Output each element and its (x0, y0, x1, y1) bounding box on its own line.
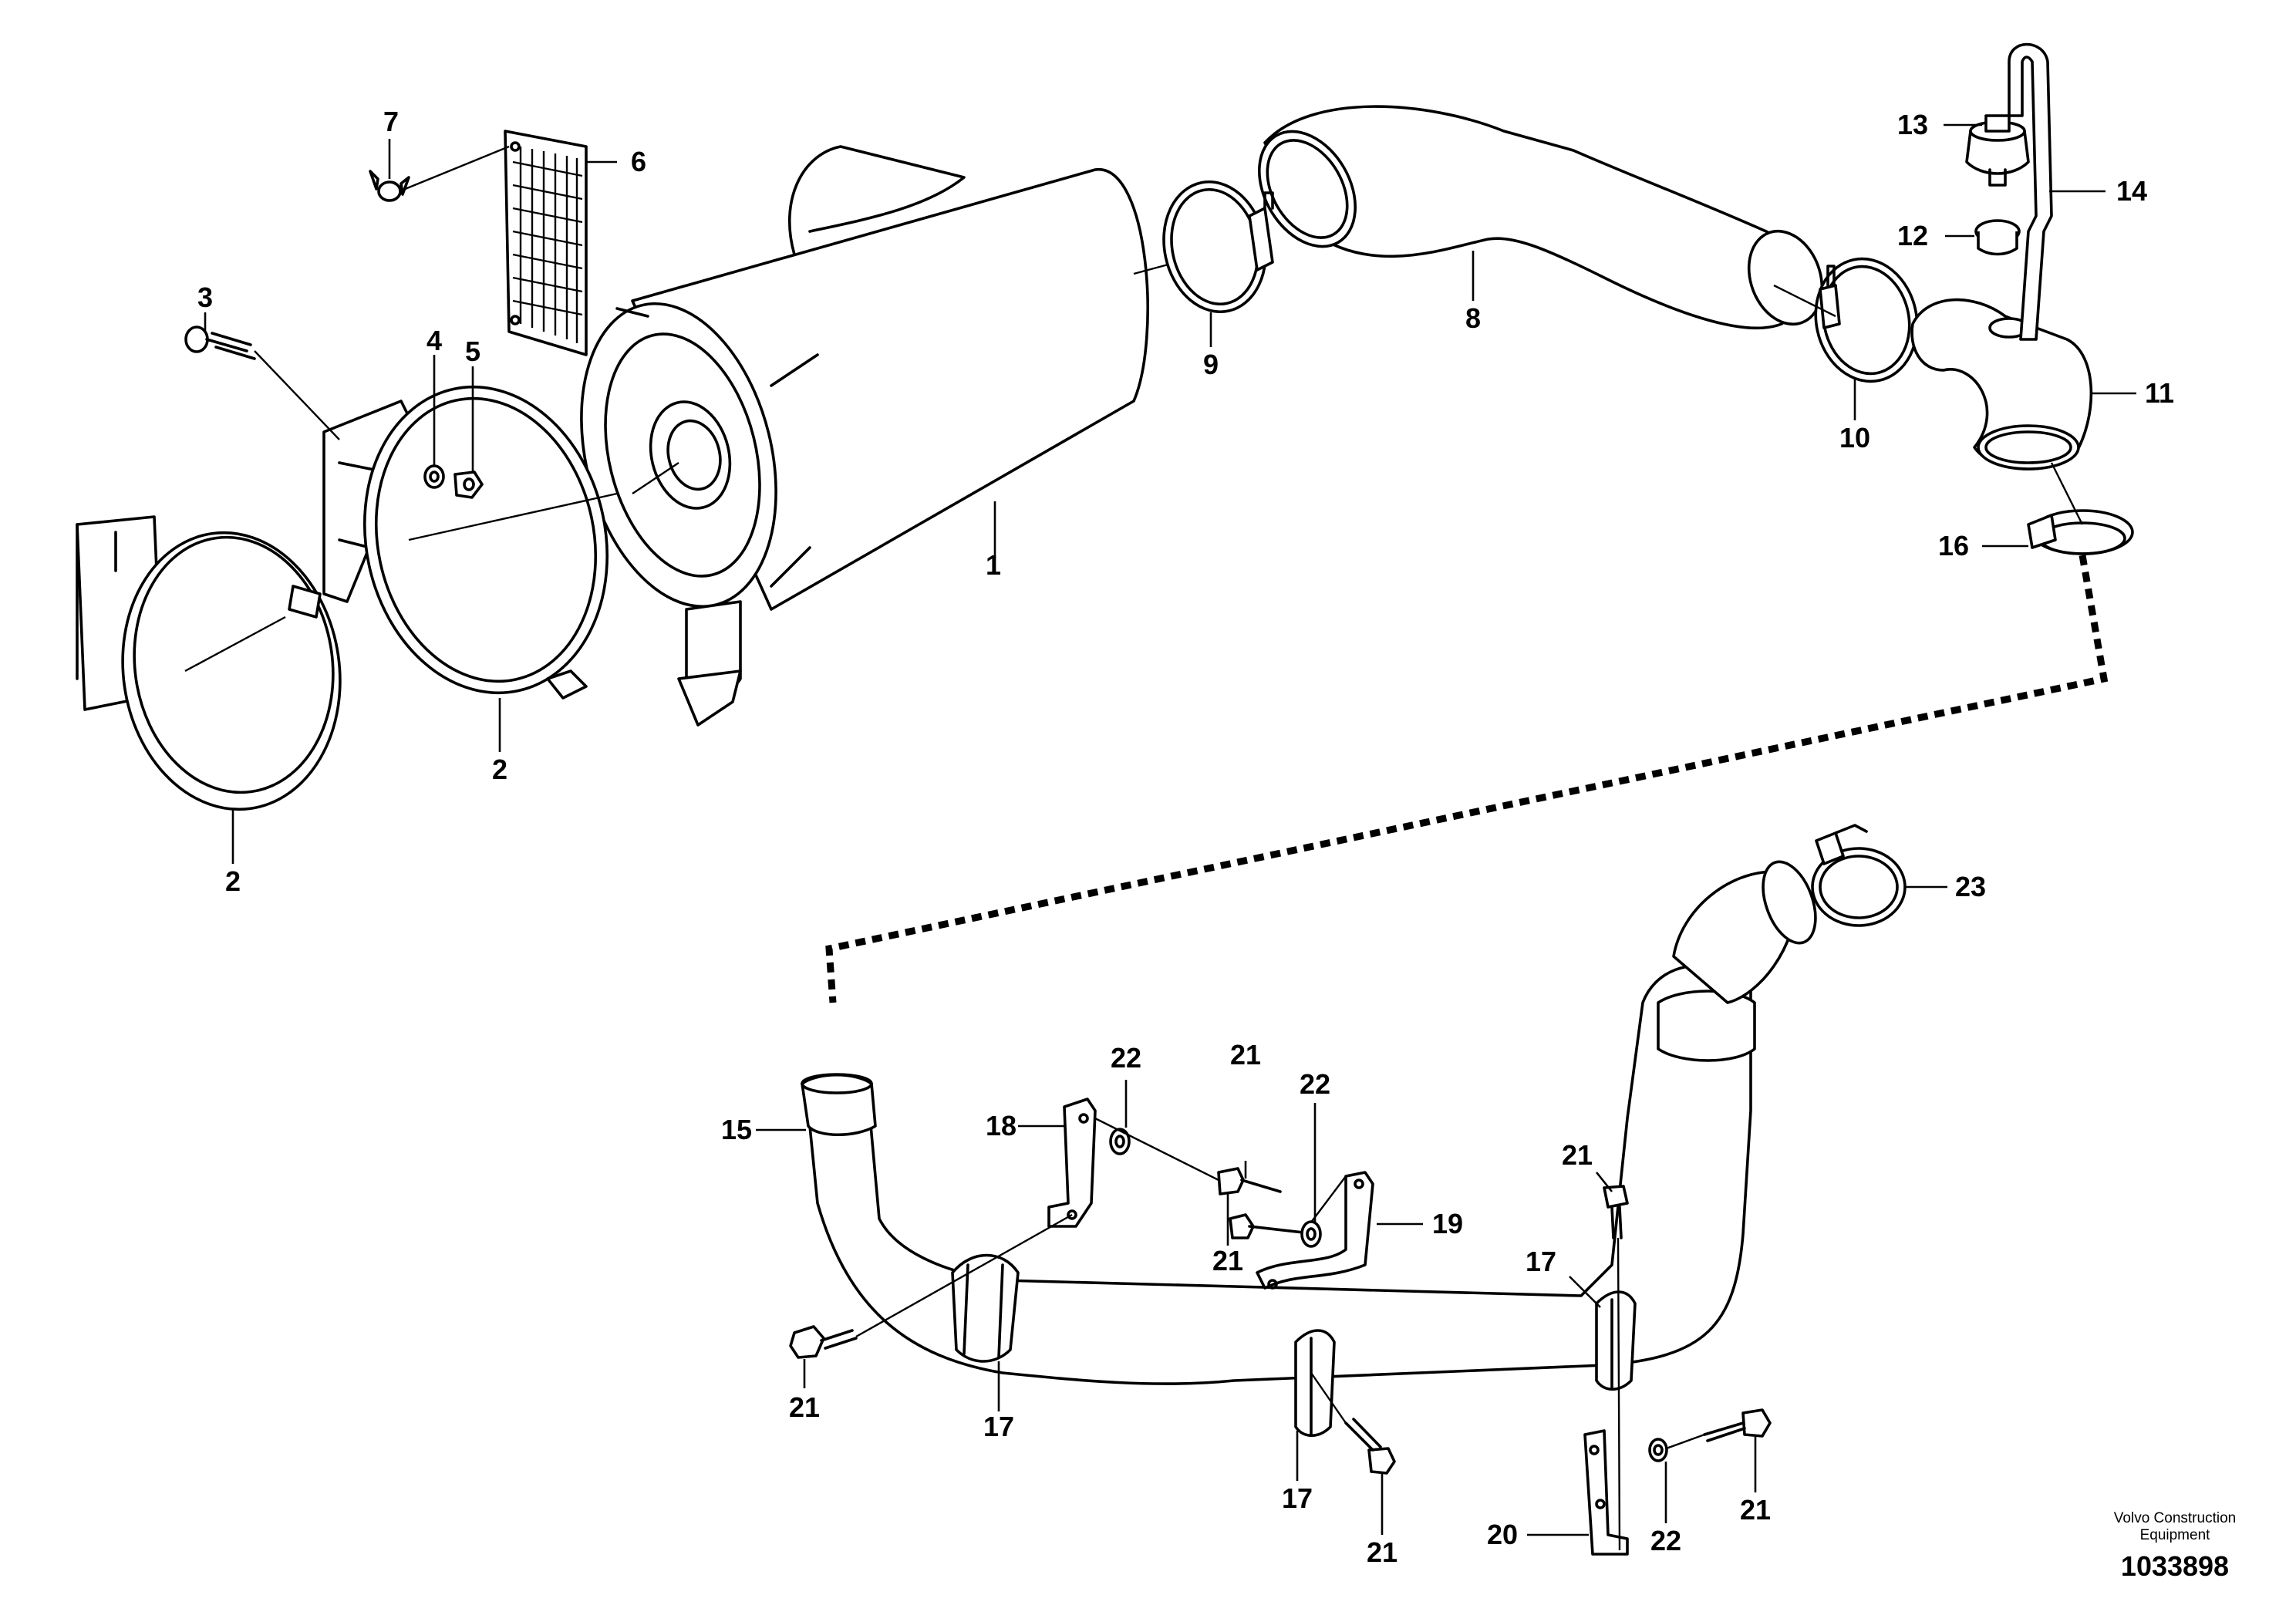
washer-22a (1094, 1080, 1219, 1182)
bracket-20 (1527, 1429, 1629, 1556)
callout-2: 2 (225, 865, 241, 897)
grille-pattern (512, 147, 583, 343)
bracket-18 (1018, 1098, 1097, 1228)
intake-hose-8 (1133, 105, 1824, 330)
callout-14: 14 (2116, 175, 2147, 207)
bolt-21b (1217, 1167, 1282, 1246)
callout-9: 9 (1203, 349, 1219, 380)
callout-12: 12 (1897, 220, 1928, 251)
wing-nut-7 (369, 139, 510, 202)
pipe-clamp-17b (1294, 1329, 1336, 1481)
connection-line (825, 555, 2109, 1003)
hose-clamp-23 (1811, 824, 1947, 927)
callout-1: 1 (986, 549, 1001, 581)
callout-22: 22 (1300, 1068, 1330, 1100)
pipe-clamp-17a (951, 1253, 1020, 1411)
callout-7: 7 (383, 106, 399, 137)
clamp-ring-right (322, 385, 618, 752)
callout-17: 17 (1282, 1482, 1313, 1514)
clamp-ring-left (76, 515, 342, 864)
washer-22c (1648, 1438, 1668, 1523)
callout-17: 17 (983, 1411, 1014, 1442)
lower-pipe (756, 860, 1817, 1385)
nut-5 (453, 366, 484, 499)
callout-21: 21 (1230, 1039, 1261, 1071)
bolt-21c (1229, 1161, 1347, 1239)
grommet-12 (1945, 219, 2021, 256)
bracket-19 (1256, 1171, 1423, 1290)
callout-15: 15 (721, 1114, 752, 1145)
callout-labels: 1 2 2 3 4 5 6 7 8 9 10 11 12 13 14 15 16… (197, 106, 2174, 1568)
bolt-21f (1661, 1408, 1772, 1492)
elbow-11 (1910, 298, 2136, 470)
callout-6: 6 (631, 146, 646, 177)
callout-21: 21 (1740, 1494, 1771, 1526)
callout-21: 21 (1367, 1536, 1397, 1568)
callout-10: 10 (1839, 422, 1870, 454)
washer-4 (423, 355, 445, 489)
document-number: 1033898 (2120, 1550, 2230, 1582)
callout-22: 22 (1650, 1525, 1681, 1556)
bolt-21d (1595, 1172, 1629, 1551)
hose-clamp-10 (1773, 257, 1919, 420)
bolt-3 (184, 312, 340, 440)
callout-22: 22 (1111, 1042, 1141, 1074)
callout-19: 19 (1432, 1208, 1463, 1239)
air-cleaner-body (580, 145, 1149, 727)
callout-3: 3 (197, 282, 213, 313)
callout-21: 21 (1212, 1245, 1243, 1276)
bolt-21a (789, 1213, 1073, 1388)
callout-16: 16 (1938, 530, 1969, 561)
callout-17: 17 (1526, 1246, 1556, 1277)
brand-caption: Volvo Construction Equipment (2082, 1510, 2267, 1544)
callout-20: 20 (1487, 1519, 1518, 1550)
callout-18: 18 (986, 1110, 1017, 1141)
callout-11: 11 (2145, 377, 2174, 409)
hose-clamp-9 (1162, 180, 1274, 347)
callout-8: 8 (1465, 302, 1481, 334)
callout-21: 21 (789, 1391, 820, 1423)
callout-5: 5 (465, 336, 480, 367)
bolt-21e (1310, 1372, 1396, 1535)
callout-2: 2 (492, 754, 507, 785)
hose-clamp-16 (1982, 462, 2134, 555)
brand-line-1: Volvo Construction (2113, 1510, 2237, 1526)
callout-4: 4 (426, 325, 442, 356)
grille-plate-6 (504, 130, 617, 356)
washer-22b (1300, 1103, 1322, 1248)
brand-line-2: Equipment (2139, 1527, 2210, 1543)
indicator-13 (1944, 114, 2030, 187)
pipe-14 (2008, 42, 2106, 341)
callout-13: 13 (1897, 109, 1928, 140)
callout-21: 21 (1562, 1139, 1593, 1171)
callout-23: 23 (1955, 871, 1986, 902)
pipe-clamp-17c (1569, 1276, 1637, 1391)
